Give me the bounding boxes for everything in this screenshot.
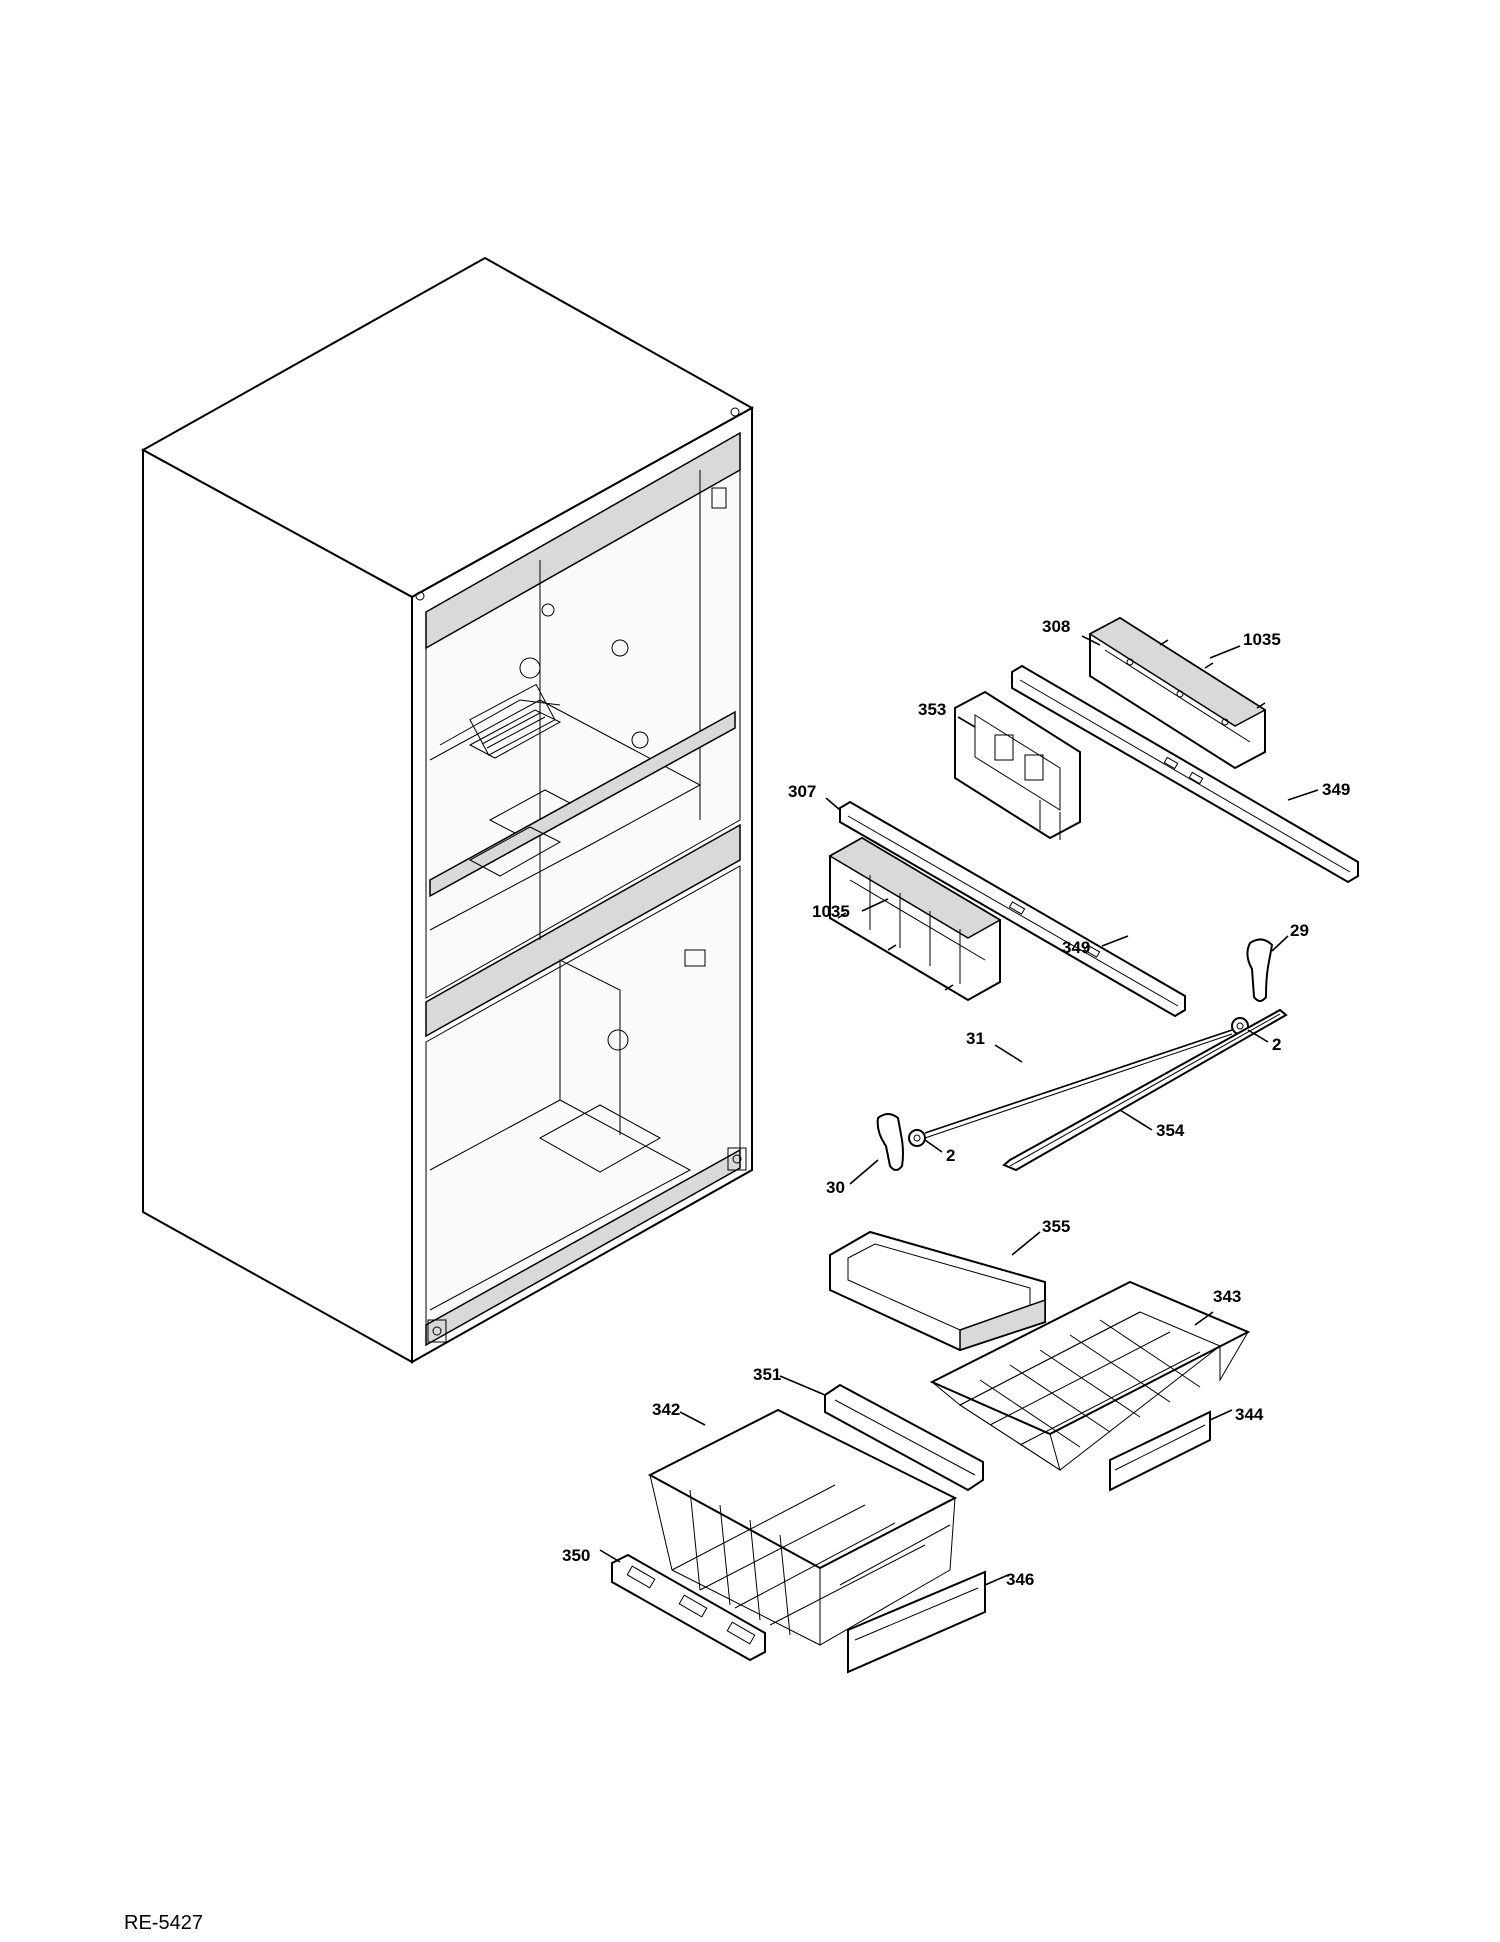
callout-342: 342	[652, 1400, 680, 1419]
callout-344: 344	[1235, 1405, 1264, 1424]
callout-353: 353	[918, 700, 946, 719]
callout-2-lower: 2	[946, 1146, 955, 1165]
callout-1035-lower: 1035	[812, 902, 850, 921]
leader-lines	[599, 635, 1319, 1586]
callout-349-lower: 349	[1062, 938, 1090, 957]
part-354-strip	[1002, 1008, 1288, 1172]
part-350-rail	[611, 1553, 766, 1662]
callout-2-upper: 2	[1272, 1035, 1281, 1054]
part-355-tray	[829, 1230, 1046, 1352]
callout-31: 31	[966, 1029, 985, 1048]
callout-29: 29	[1290, 921, 1309, 940]
part-344-panel	[1109, 1410, 1211, 1492]
part-31-rod	[924, 1029, 1233, 1139]
callout-343: 343	[1213, 1287, 1241, 1306]
part-308-bracket	[1088, 616, 1267, 770]
callout-355: 355	[1042, 1217, 1070, 1236]
callout-346: 346	[1006, 1570, 1034, 1589]
part-351-rail	[824, 1383, 984, 1492]
part-349-rail-upper	[1011, 664, 1359, 884]
part-30-cam	[876, 1113, 904, 1171]
part-29-cam	[1246, 938, 1274, 1002]
callout-308: 308	[1042, 617, 1070, 636]
callout-30: 30	[826, 1178, 845, 1197]
callout-350: 350	[562, 1546, 590, 1565]
callout-354: 354	[1156, 1121, 1185, 1140]
callout-351: 351	[753, 1365, 781, 1384]
document-reference: RE-5427	[124, 1912, 203, 1934]
part-2-fitting-lower	[908, 1129, 926, 1147]
part-1035-screws-top	[1159, 639, 1266, 709]
callout-349-upper: 349	[1322, 780, 1350, 799]
part-353-bracket	[954, 690, 1081, 840]
part-1035-screws-lower	[837, 912, 954, 991]
callout-1035-top: 1035	[1243, 630, 1281, 649]
part-343-basket-upper	[929, 1280, 1251, 1472]
refrigerator-cabinet	[140, 256, 755, 1364]
part-307-bracket	[828, 836, 1002, 1002]
part-346-panel	[847, 1570, 986, 1674]
part-349-rail-lower	[839, 800, 1186, 1018]
callout-307: 307	[788, 782, 816, 801]
callout-labels: 308 1035 353 307 349 1035 349 29 2 31 35…	[562, 617, 1350, 1589]
part-342-basket-lower	[647, 1408, 958, 1646]
